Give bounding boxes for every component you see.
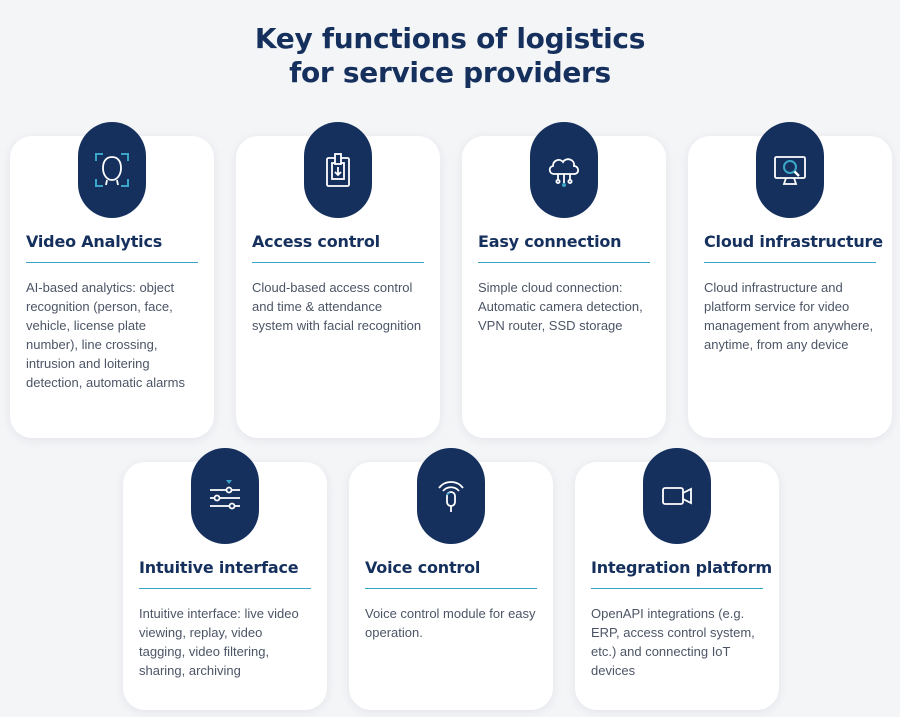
card-title: Easy connection	[478, 232, 622, 251]
card-easy-connection: Easy connection Simple cloud connection:…	[462, 122, 666, 438]
card-title: Cloud infrastructure	[704, 232, 883, 251]
cloud-network-icon	[530, 122, 598, 218]
card-description: Intuitive interface: live video viewing,…	[139, 606, 299, 678]
card-description: Voice control module for easy operation.	[365, 606, 536, 640]
card-description: AI-based analytics: object recognition (…	[26, 280, 185, 390]
card-title: Video Analytics	[26, 232, 163, 251]
card-description: Cloud-based access control and time & at…	[252, 280, 422, 333]
card-description: Simple cloud connection: Automatic camer…	[478, 280, 643, 333]
divider	[365, 588, 537, 589]
card-description: Cloud infrastructure and platform servic…	[704, 280, 874, 352]
card-video-analytics: Video Analytics AI-based analytics: obje…	[10, 122, 214, 438]
sliders-icon	[191, 448, 259, 544]
card-integration-platform: Integration platform OpenAPI integration…	[575, 448, 779, 710]
monitor-search-icon	[756, 122, 824, 218]
divider	[252, 262, 424, 263]
card-title: Intuitive interface	[139, 558, 299, 577]
card-title: Voice control	[365, 558, 481, 577]
card-intuitive-interface: Intuitive interface Intuitive interface:…	[123, 448, 327, 710]
divider	[478, 262, 650, 263]
card-title: Access control	[252, 232, 380, 251]
microphone-icon	[417, 448, 485, 544]
face-scan-icon	[78, 122, 146, 218]
page-title-line-1: Key functions of logistics	[254, 22, 646, 55]
card-access-control: Access control Cloud-based access contro…	[236, 122, 440, 438]
page-title: Key functions of logistics for service p…	[0, 22, 900, 90]
card-voice-control: Voice control Voice control module for e…	[349, 448, 553, 710]
access-card-icon	[304, 122, 372, 218]
video-camera-icon	[643, 448, 711, 544]
card-title: Integration platform	[591, 558, 772, 577]
card-cloud-infrastructure: Cloud infrastructure Cloud infrastructur…	[688, 122, 892, 438]
card-description: OpenAPI integrations (e.g. ERP, access c…	[591, 606, 755, 678]
divider	[139, 588, 311, 589]
page-title-line-2: for service providers	[289, 56, 611, 89]
divider	[704, 262, 876, 263]
divider	[26, 262, 198, 263]
divider	[591, 588, 763, 589]
